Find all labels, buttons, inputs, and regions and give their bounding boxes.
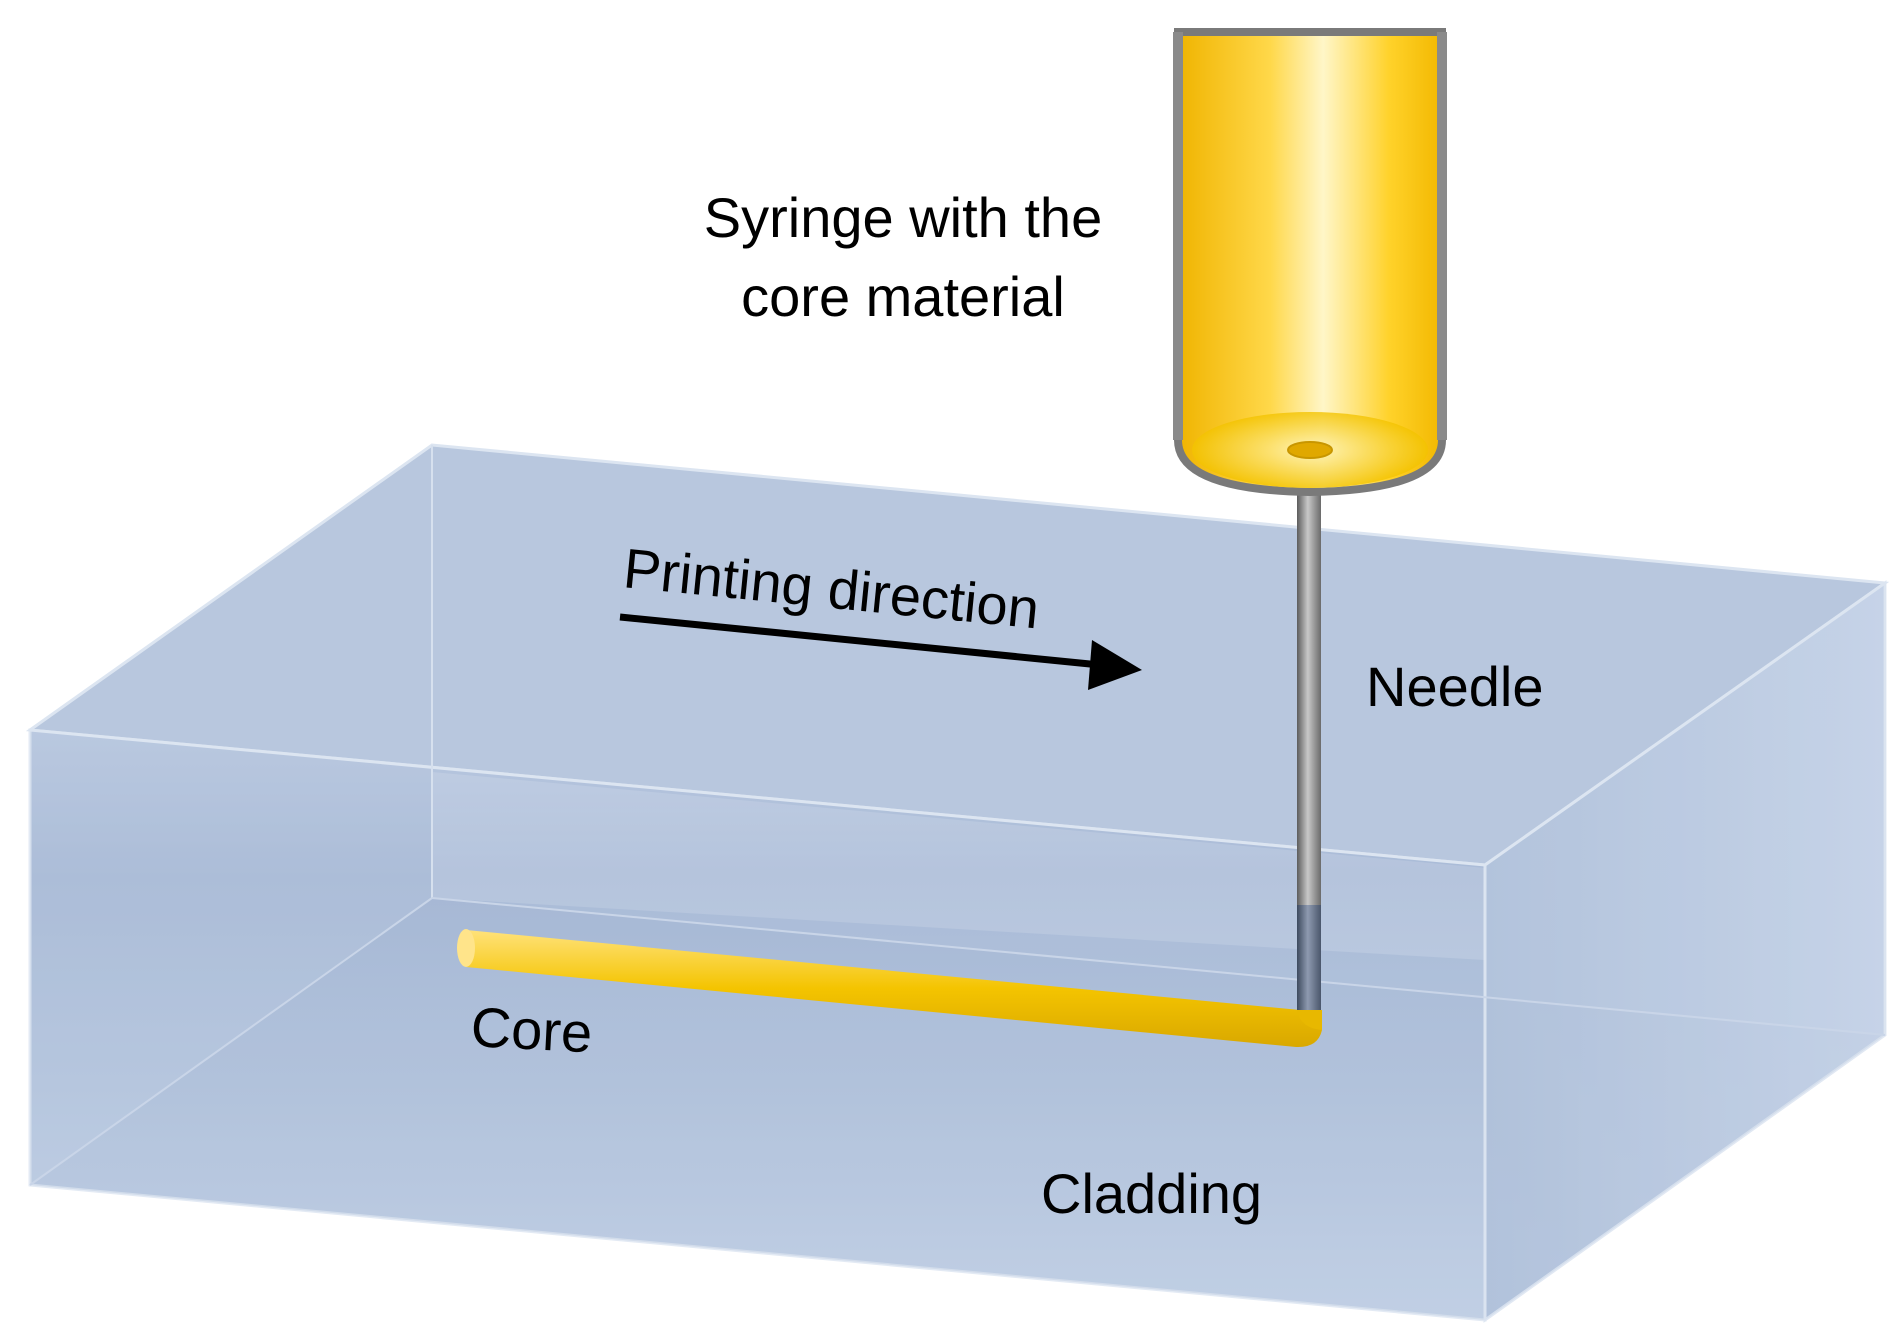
needle-label: Needle [1366,655,1543,718]
arrow-head [1088,640,1142,690]
syringe [1173,28,1447,497]
printing-direction-arrow [619,613,1142,690]
needle-tip [1297,905,1321,1010]
cladding-label: Cladding [1041,1162,1262,1225]
syringe-label-line1: Syringe with the [704,186,1102,249]
core-end-cap [457,929,475,967]
needle [1297,485,1322,1030]
syringe-label-line2: core material [741,265,1065,328]
cladding-block [25,443,1890,1323]
core-filament [457,929,1322,1048]
syringe-barrel [1174,28,1446,497]
core-strand [462,930,1322,1048]
core-label: Core [469,995,594,1064]
syringe-outlet [1287,441,1333,459]
needle-shaft [1297,485,1321,905]
